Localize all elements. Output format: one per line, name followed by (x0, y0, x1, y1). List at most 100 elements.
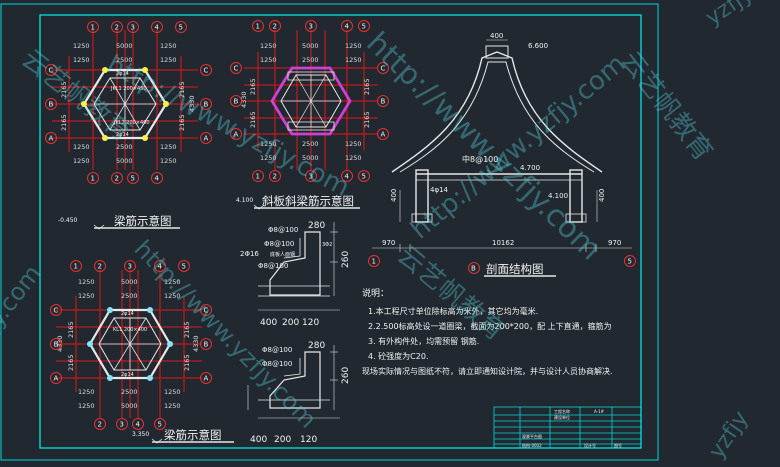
plan-title: 梁筋示意图 (164, 428, 222, 442)
dim-text: 1250 (260, 154, 277, 162)
dim-text: 1250 (164, 278, 181, 286)
dim-text: 2165 (60, 114, 68, 131)
watermark: 云艺帆教育 (614, 46, 718, 167)
dim-text: 5000 (116, 42, 133, 50)
rebar-note: 中8@100 (462, 154, 498, 164)
axis-label: 5 (628, 258, 632, 266)
title-cell: 观景平台图 (522, 433, 542, 439)
axis-label: A (381, 131, 386, 139)
dim-text: 2165 (249, 78, 257, 95)
axis-label: 3 (309, 23, 313, 31)
dim-text: 5000 (121, 278, 138, 286)
sheet-frame-inner (39, 14, 642, 449)
axis-label: A (49, 135, 54, 143)
level-text: 4.100 (548, 192, 568, 200)
level-text: 4.700 (520, 164, 540, 172)
plan-bottom-left: KL1 200×400 2φ14 2φ14 1250 5000 1250 125… (50, 260, 234, 444)
dim-text: 1250 (345, 42, 362, 50)
dim-text: 400 (490, 32, 503, 40)
rebar-note: Φ8@100 (264, 240, 294, 248)
axis-label: 4 (345, 23, 350, 31)
dim-text: 1250 (73, 56, 90, 64)
rebar-note: Φ8@100 (262, 346, 292, 354)
title-cell: 工程名称 (554, 408, 570, 414)
dim-text: 2500 (302, 56, 319, 64)
axis-label: 5 (131, 175, 135, 183)
beam-label: 2φ14 (116, 71, 129, 77)
notes-line: 3. 有外构件处，均需预留 钢筋. (368, 336, 479, 346)
dim-text: 400 (598, 189, 606, 202)
title-cell: 图号 (614, 442, 622, 448)
axis-label: B (204, 101, 209, 109)
dim-text: 2165 (363, 78, 371, 95)
rebar-note: 4φ14 (430, 186, 449, 194)
dim-text: 4330 (240, 91, 248, 108)
axis-label: B (381, 98, 386, 106)
axis-label: 2 (98, 263, 102, 271)
axis-label: 5 (362, 23, 366, 31)
dim-text: 1250 (160, 42, 177, 50)
title-cell: A-1# (594, 409, 605, 414)
axis-label: 5 (158, 421, 162, 429)
title-cell: 设计号 (584, 442, 596, 448)
dim-text: 1250 (345, 154, 362, 162)
dim-text: 1250 (164, 292, 181, 300)
dim-text: 10162 (492, 239, 514, 247)
plan-top-left: JKL1 200×450 JKL2 200×400 2φ14 2φ14 1250… (45, 21, 212, 230)
title-block: 工程名称 A-1# 建设单位 观景平台图 结构-0002 设计号 图号 (493, 406, 642, 449)
dim-text: 1250 (78, 402, 95, 410)
notes-heading: 说明： (362, 287, 389, 299)
rebar-note: 2Φ16 (240, 250, 259, 258)
axis-label: C (204, 307, 209, 315)
beam-label: 2φ14 (121, 372, 134, 378)
dim-text: 1250 (78, 388, 95, 396)
axis-label: 1 (91, 24, 95, 32)
dim-text: 260 (341, 251, 351, 268)
dim-text: 2165 (67, 321, 75, 338)
dim-text: 1250 (345, 140, 362, 148)
dim-text: 1250 (345, 56, 362, 64)
axis-label: 4 (155, 175, 160, 183)
axis-label: 2 (98, 421, 102, 429)
axis-label: 4 (345, 173, 350, 181)
axis-label: 2 (115, 24, 119, 32)
rebar-note: Φ8@100 (262, 360, 292, 368)
dim-text: 400 (250, 435, 267, 445)
dim-text: 200 (274, 435, 291, 445)
dim-text: 2500 (121, 292, 138, 300)
axis-label: 3 (131, 24, 135, 32)
title-cell: 建设单位 (554, 414, 570, 420)
section-title: 剖面结构图 (486, 262, 544, 276)
dim-text: 2165 (249, 111, 257, 128)
plan-top-middle: 1250 5000 1250 1250 2500 1250 1250 2500 … (230, 20, 389, 210)
dim-text: 2165 (183, 321, 191, 338)
axis-label: 1 (256, 23, 260, 31)
dim-text: 970 (382, 239, 395, 247)
dim-text: 2500 (116, 143, 133, 151)
axis-label: 2 (273, 173, 277, 181)
axis-label: 2 (115, 175, 119, 183)
axis-label: A (204, 375, 209, 383)
axis-label: 1 (372, 258, 376, 266)
beam-label: 2φ14 (121, 311, 134, 317)
plan-level: 4.100 (236, 197, 253, 204)
axis-label: B (471, 265, 476, 273)
dim-text: 400 (260, 318, 277, 328)
watermark: http://www.yzfjy.com (129, 235, 322, 434)
notes-line: 现场实际情况与图纸不符，请立即通知设计院，并与设计人员协商解决. (362, 366, 613, 376)
dim-text: 2500 (116, 56, 133, 64)
dim-text: 280 (308, 221, 325, 231)
axis-label: A (54, 375, 59, 383)
dim-text: 1250 (160, 157, 177, 165)
axis-label: 2 (273, 23, 277, 31)
dim-text: 120 (302, 318, 319, 328)
rebar-note: Φ8@100 (258, 262, 288, 270)
notes-line: 1.本工程尺寸单位除标高为米外，其它均为毫米. (368, 306, 538, 316)
dim-text: 1250 (78, 292, 95, 300)
dim-text: 1250 (260, 42, 277, 50)
watermark: yzfjy (701, 0, 758, 31)
dim-text: 2165 (178, 81, 186, 98)
dim-text: 2165 (60, 81, 68, 98)
beam-label: 2φ14 (116, 132, 129, 138)
